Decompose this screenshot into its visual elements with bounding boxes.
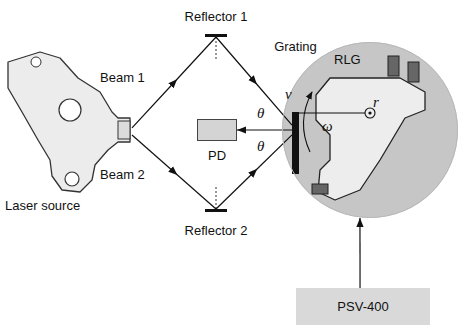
reflector: Reflector 1	[205, 34, 227, 37]
rlg-mirror	[408, 62, 419, 82]
device-label: Laser source	[5, 198, 80, 213]
symbol-anchor: v	[285, 86, 292, 102]
rotation-arrow	[303, 92, 312, 152]
device-label: Grating	[274, 39, 317, 54]
beam-label-anchor: Beam 2	[100, 167, 145, 182]
reflector-normal	[216, 186, 217, 209]
laser-nozzle	[118, 121, 130, 139]
rlg-body	[316, 78, 425, 200]
photodetector-box: PD	[197, 119, 237, 141]
angular-rate-symbol: ω	[322, 118, 333, 134]
circle-outline	[283, 43, 458, 218]
symbol-anchor: θ	[257, 138, 264, 154]
vibrometer-box: PSV-400	[296, 288, 430, 325]
device-label: PSV-400	[337, 299, 388, 314]
grating: Grating	[292, 112, 299, 174]
signal-arrow	[237, 129, 292, 130]
laser-knob	[59, 99, 81, 121]
rlg-mirror	[388, 56, 399, 76]
symbol-anchor: ω	[322, 118, 333, 134]
circle-outline	[282, 42, 458, 218]
angle-symbol: θ	[257, 138, 264, 154]
reflector: Reflector 2	[205, 209, 227, 212]
radius-symbol: r	[373, 94, 379, 110]
symbol-anchor: θ	[257, 105, 264, 121]
beam-label: Beam 1	[100, 70, 145, 85]
rotation-center	[368, 111, 371, 114]
laser-knob	[65, 172, 79, 186]
reflector-normal	[216, 37, 217, 60]
turntable-disc	[282, 42, 458, 218]
device-label: RLG	[334, 52, 361, 67]
laser-beam	[216, 135, 292, 209]
beam-label: Beam 2	[100, 167, 145, 182]
turntable-circle: RLG	[282, 42, 458, 218]
device-label: PD	[208, 148, 226, 163]
symbol-anchor: r	[373, 94, 379, 110]
laser-knob	[31, 57, 41, 67]
rlg-mirror	[312, 184, 328, 194]
device-label: Reflector 1	[185, 9, 248, 24]
beam-label-anchor: Beam 1	[100, 70, 145, 85]
angle-symbol: θ	[257, 105, 264, 121]
device-label: Reflector 2	[185, 223, 248, 238]
signal-arrow	[359, 218, 360, 288]
radius-line	[299, 113, 365, 114]
velocity-symbol: v	[285, 86, 292, 102]
